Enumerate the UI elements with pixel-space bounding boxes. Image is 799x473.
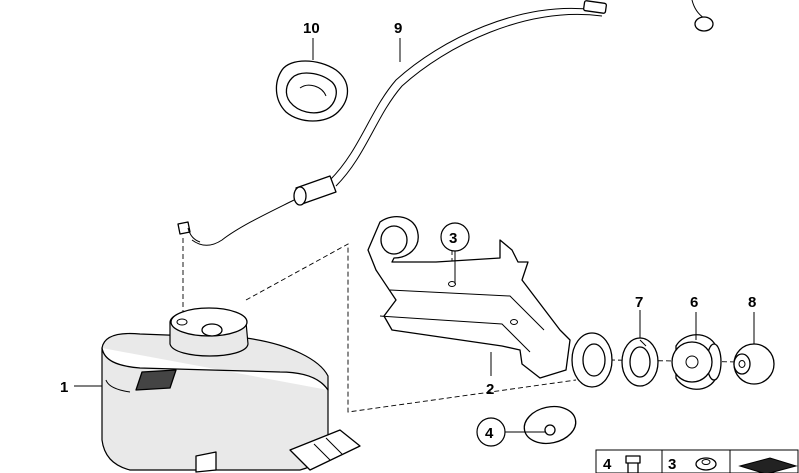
callout-1: 1 (60, 379, 68, 396)
callout-9: 9 (394, 20, 402, 37)
callout-6: 6 (690, 294, 698, 311)
callout-8: 8 (748, 294, 756, 311)
callout-3: 3 (440, 222, 470, 252)
callout-2: 2 (486, 381, 494, 398)
part-9-cable[interactable] (177, 0, 714, 246)
callout-4: 4 (476, 417, 506, 447)
svg-text:1: 1 (60, 379, 68, 396)
callout-10: 10 (303, 20, 320, 37)
legend-boxes: 4 3 (595, 449, 799, 473)
svg-text:6: 6 (690, 294, 698, 311)
bolt-icon (625, 455, 641, 473)
part-7-spring-ring[interactable] (621, 337, 659, 387)
part-8-collar-washer[interactable] (733, 343, 775, 385)
part-4-washer[interactable] (521, 402, 579, 448)
part-2-bracket[interactable] (367, 216, 571, 379)
bracket-bushing-ring[interactable] (571, 332, 613, 388)
callout-7: 7 (635, 294, 643, 311)
svg-text:8: 8 (748, 294, 756, 311)
part-10-grommet[interactable] (275, 60, 349, 122)
svg-text:7: 7 (635, 294, 643, 311)
legend-label-4: 4 (603, 456, 612, 473)
plate-icon (738, 457, 798, 473)
svg-text:4: 4 (485, 425, 494, 442)
part-1-reservoir[interactable] (101, 307, 361, 473)
legend-label-3: 3 (668, 456, 676, 473)
svg-text:9: 9 (394, 20, 402, 37)
svg-text:3: 3 (449, 230, 457, 247)
nut-icon (695, 457, 717, 471)
svg-text:2: 2 (486, 381, 494, 398)
svg-text:10: 10 (303, 20, 320, 37)
leader-lines (74, 38, 755, 433)
part-6-bushing[interactable] (671, 334, 722, 390)
